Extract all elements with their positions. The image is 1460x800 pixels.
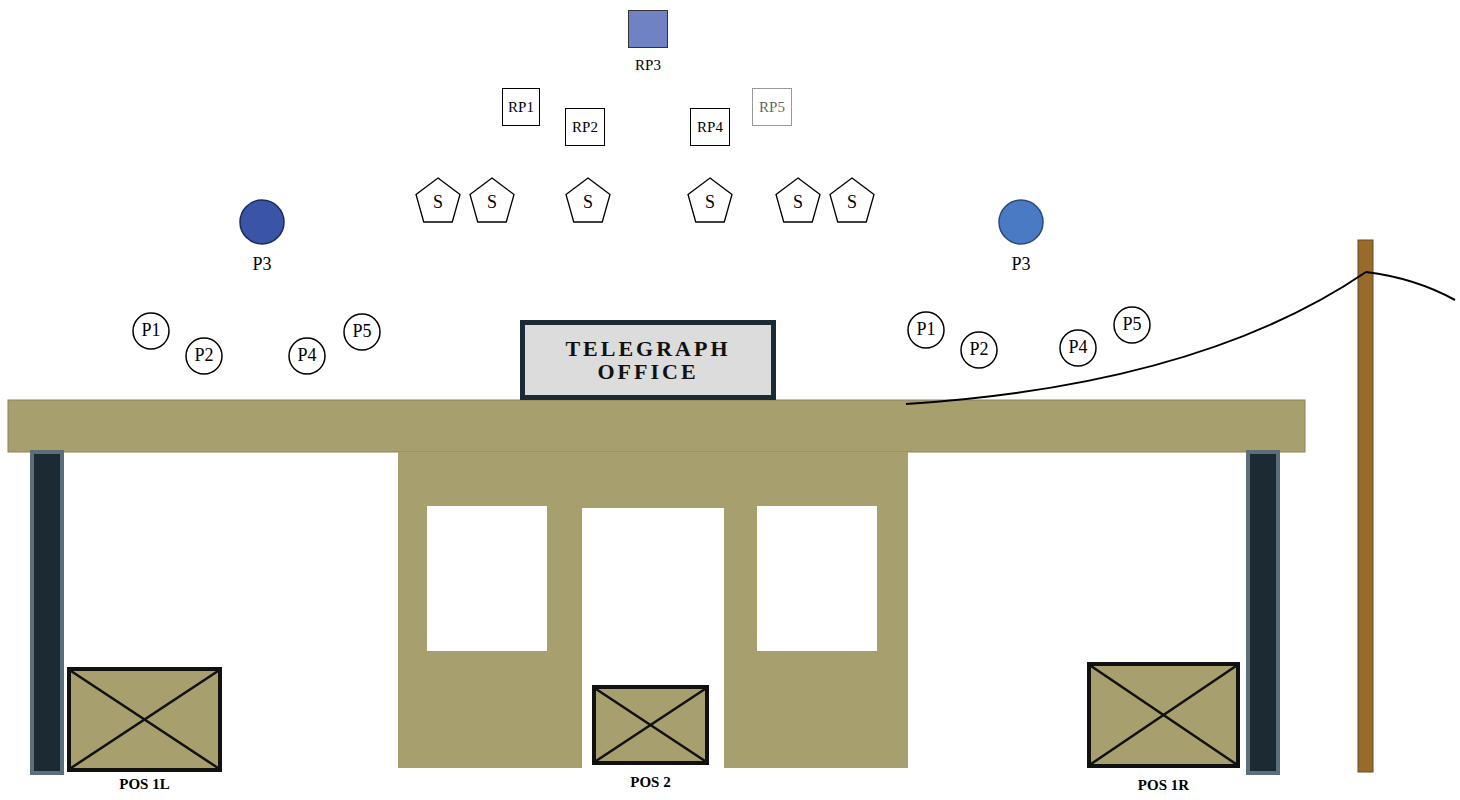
node-label: P4 <box>297 346 316 366</box>
pentagon-outline <box>470 178 514 222</box>
node-label: P1 <box>141 321 160 341</box>
crate-outline <box>1087 662 1240 768</box>
node-label: P5 <box>352 322 371 342</box>
doorway <box>582 508 724 768</box>
telegraph-pole <box>1358 240 1373 772</box>
position-label: P3 <box>252 255 271 275</box>
crate-cross <box>596 689 705 761</box>
crate-position: POS 2 <box>592 685 709 765</box>
node-label: P1 <box>916 320 935 340</box>
node-label: S <box>487 188 497 213</box>
node-label: TELEGRAPH OFFICE <box>533 337 763 383</box>
node-label: P5 <box>1122 315 1141 335</box>
position-label: RP3 <box>635 57 661 74</box>
staff-pentagon: S <box>469 177 515 223</box>
crate-cross <box>596 689 705 761</box>
position-label: POS 2 <box>630 774 670 791</box>
node-label: S <box>705 188 715 213</box>
crate-cross <box>71 671 218 768</box>
staff-pentagon: S <box>829 177 875 223</box>
crate-box <box>1089 664 1238 766</box>
position-marker-circle: P5 <box>1113 306 1151 344</box>
reference-point-square: RP4 <box>690 108 730 146</box>
position-label: P3 <box>1011 255 1030 275</box>
pillar <box>1248 452 1278 773</box>
staff-pentagon: S <box>565 177 611 223</box>
staff-pentagon: S <box>775 177 821 223</box>
position-marker-circle: P5 <box>343 313 381 351</box>
staff-pentagon: S <box>687 177 733 223</box>
circ-outline <box>239 199 285 245</box>
node-label: RP1 <box>508 99 534 116</box>
position-label: POS 1R <box>1138 777 1189 794</box>
window <box>427 506 547 651</box>
pentagon-outline <box>830 178 874 222</box>
position-marker-circle: P4 <box>288 337 326 375</box>
marker-circle <box>344 314 380 350</box>
crate-outline <box>592 685 709 765</box>
marker-circle <box>999 200 1043 244</box>
marker-circle <box>289 338 325 374</box>
crate-cross <box>1091 666 1236 764</box>
telegraph-wire <box>906 272 1366 404</box>
position-marker-circle: P1 <box>132 312 170 350</box>
reference-point-square: RP1 <box>502 88 540 126</box>
position-marker-circle: P4 <box>1059 329 1097 367</box>
circ-outline <box>998 199 1044 245</box>
position-marker-circle: P3 <box>998 199 1044 245</box>
position-marker-circle: P1 <box>907 311 945 349</box>
node-label: RP2 <box>572 119 598 136</box>
reference-point-square: RP2 <box>565 108 605 146</box>
crate-position: POS 1R <box>1087 662 1240 768</box>
node-label: S <box>793 188 803 213</box>
crate-outline <box>67 667 222 772</box>
pentagon-outline <box>776 178 820 222</box>
marker-circle <box>1114 307 1150 343</box>
node-label: S <box>583 188 593 213</box>
crate-position: POS 1L <box>67 667 222 772</box>
crate-box <box>594 687 707 763</box>
staff-pentagon: S <box>415 177 461 223</box>
marker-circle <box>961 332 997 368</box>
marker-circle <box>186 338 222 374</box>
window <box>757 506 877 651</box>
position-marker-circle: P2 <box>960 331 998 369</box>
node-label: P2 <box>969 340 988 360</box>
reference-point-square: RP5 <box>752 88 792 126</box>
office-building <box>398 452 908 768</box>
crate-box <box>69 669 220 770</box>
pentagon-outline <box>566 178 610 222</box>
pentagon-outline <box>416 178 460 222</box>
crate-cross <box>71 671 218 768</box>
position-marker-circle: P3 <box>239 199 285 245</box>
office-sign: TELEGRAPH OFFICE <box>520 320 776 400</box>
marker-circle <box>1060 330 1096 366</box>
reference-point-square: RP3 <box>628 10 668 48</box>
marker-circle <box>133 313 169 349</box>
pillar <box>32 452 62 773</box>
node-label: P2 <box>194 346 213 366</box>
crate-cross <box>1091 666 1236 764</box>
position-marker-circle: P2 <box>185 337 223 375</box>
telegraph-wire <box>1366 272 1455 300</box>
node-label: P4 <box>1068 338 1087 358</box>
pentagon-outline <box>688 178 732 222</box>
node-label: RP4 <box>697 119 723 136</box>
marker-circle <box>240 200 284 244</box>
position-label: POS 1L <box>119 776 169 793</box>
node-label: S <box>433 188 443 213</box>
roof-band <box>8 400 1305 452</box>
node-label: S <box>847 188 857 213</box>
node-label: RP5 <box>759 99 785 116</box>
marker-circle <box>908 312 944 348</box>
